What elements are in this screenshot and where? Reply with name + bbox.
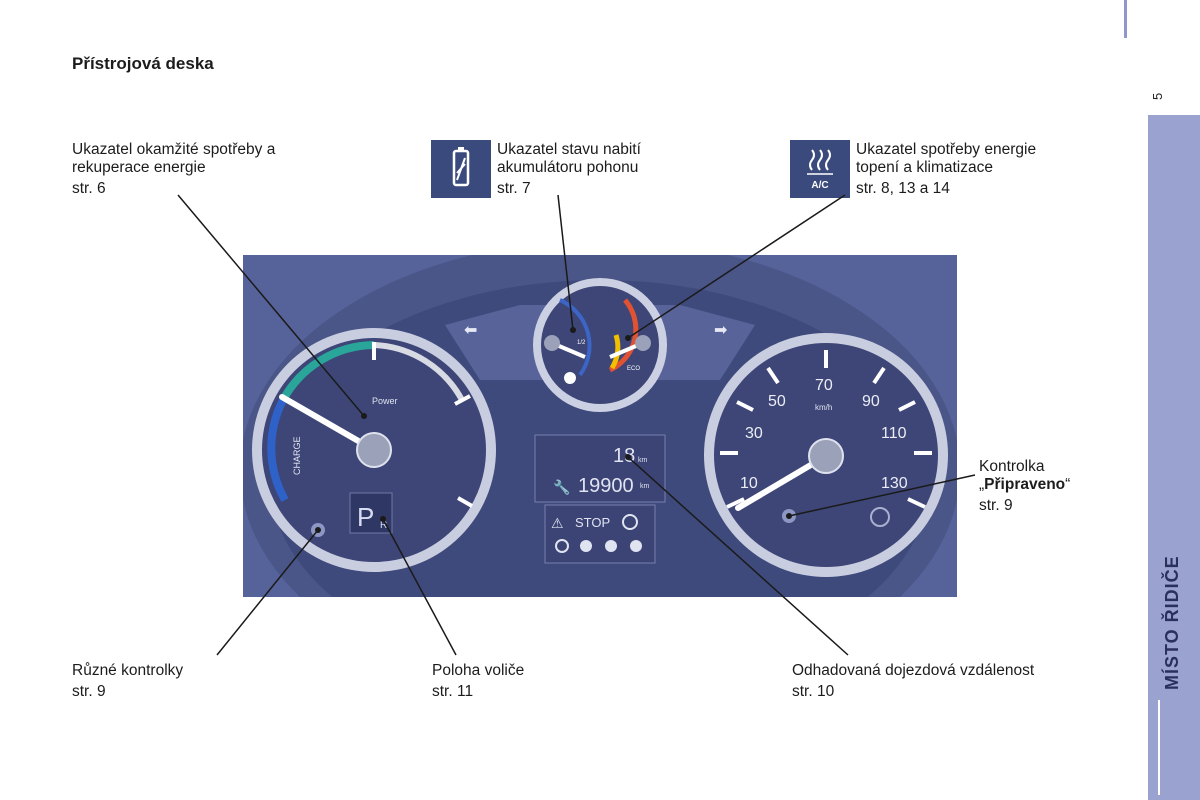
speed-tick-90: 90 [862, 393, 880, 410]
callout-text: rekuperace energie [72, 159, 206, 176]
odometer-unit: km [640, 483, 650, 490]
speed-tick-50: 50 [768, 393, 786, 410]
heating-ac-icon: A/C [790, 140, 850, 198]
eco-label: ECO [627, 366, 640, 372]
section-tab-label: MÍSTO ŘIDIČE [1162, 555, 1182, 690]
speedometer: 10 30 50 70 90 110 130 km/h [704, 333, 948, 577]
battery-climate-gauge: 1/2 ECO ⬅ ➡ [445, 278, 755, 412]
center-display: 18 km 19900 km 🔧 STOP ⚠ [534, 434, 666, 564]
speed-tick-70: 70 [815, 377, 833, 394]
speed-tick-10: 10 [740, 475, 758, 492]
page-reference: str. 9 [979, 497, 1013, 514]
steering-icon [555, 539, 569, 553]
callout-ready-light: Kontrolka „Připraveno“ str. 9 [979, 458, 1070, 515]
power-meter-gauge: Power CHARGE P R [252, 328, 496, 572]
callout-gear-selector: Poloha voliče str. 11 [432, 662, 524, 701]
speed-tick-130: 130 [881, 475, 908, 492]
page-reference: str. 8, 13 a 14 [856, 180, 950, 197]
page-title: Přístrojová deska [72, 54, 214, 73]
callout-text: Ukazatel spotřeby energie [856, 141, 1037, 158]
speed-tick-30: 30 [745, 425, 763, 442]
callout-text-bold: Připraveno [984, 476, 1066, 493]
range-value: 18 [613, 445, 635, 467]
needle-hub [808, 438, 844, 474]
callout-text: Kontrolka [979, 458, 1045, 475]
airbag-icon [605, 540, 617, 552]
charge-label: CHARGE [292, 436, 302, 475]
gear-value: P [357, 502, 374, 532]
stop-label: STOP [575, 515, 610, 530]
callout-text: Odhadovaná dojezdová vzdálenost [792, 662, 1035, 679]
odometer-value: 19900 [578, 475, 634, 497]
top-rule [1124, 0, 1127, 38]
speed-unit: km/h [815, 403, 832, 412]
needle-hub [356, 432, 392, 468]
page-reference: str. 11 [432, 683, 474, 700]
turn-left-icon: ⬅ [464, 322, 477, 339]
passenger-icon [630, 540, 642, 552]
callout-text-suffix: “ [1065, 476, 1071, 493]
speed-tick-110: 110 [881, 425, 907, 442]
ac-icon-text: A/C [811, 180, 828, 191]
brake-warning-icon [870, 507, 890, 527]
callout-text: Různé kontrolky [72, 662, 184, 679]
gear-suffix: R [380, 520, 387, 531]
callout-text: akumulátoru pohonu [497, 159, 639, 176]
callout-text: topení a klimatizace [856, 159, 993, 176]
callout-text: Poloha voliče [432, 662, 525, 679]
page-reference: str. 9 [72, 683, 106, 700]
page-reference: str. 6 [72, 180, 106, 197]
callout-text-prefix: „ [979, 476, 985, 493]
callout-text: Ukazatel stavu nabití [497, 141, 641, 158]
battery-charge-icon [431, 140, 491, 198]
section-tab [1148, 115, 1200, 800]
callout-warning-lights: Různé kontrolky str. 9 [72, 662, 183, 701]
callout-battery-gauge: Ukazatel stavu nabití akumulátoru pohonu… [497, 141, 641, 198]
seatbelt-icon [580, 540, 592, 552]
warning-triangle-icon: ⚠ [551, 515, 564, 531]
wrench-icon: 🔧 [553, 478, 570, 496]
turn-right-icon: ➡ [714, 322, 727, 339]
warning-panel [544, 504, 656, 564]
page-reference: str. 10 [792, 683, 835, 700]
range-unit: km [638, 457, 648, 464]
page-reference: str. 7 [497, 180, 531, 197]
gear-display [349, 492, 393, 534]
battery-half-label: 1/2 [577, 340, 586, 346]
callout-text: Ukazatel okamžité spotřeby a [72, 141, 276, 158]
callout-climate-consumption: Ukazatel spotřeby energie topení a klima… [856, 141, 1036, 198]
callout-range: Odhadovaná dojezdová vzdálenost str. 10 [792, 662, 1034, 701]
brake-icon [622, 514, 638, 530]
leader-lines [177, 194, 976, 656]
section-tab-rule [1158, 700, 1160, 795]
power-label: Power [372, 396, 398, 406]
callout-power-meter: Ukazatel okamžité spotřeby a rekuperace … [72, 141, 275, 198]
